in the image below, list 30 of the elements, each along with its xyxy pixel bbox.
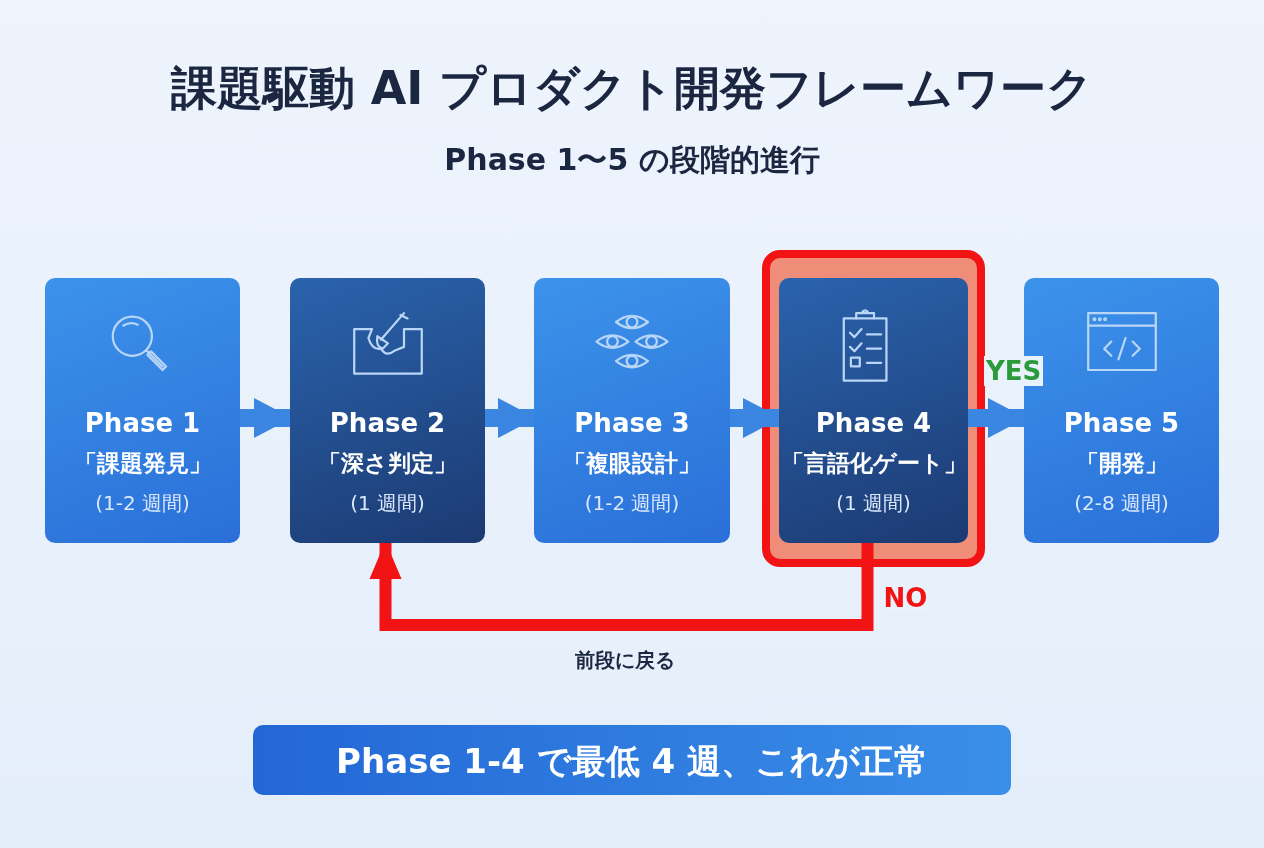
phase-name: 「言語化ゲート」: [779, 449, 968, 478]
phase-title: Phase 1: [83, 408, 202, 438]
phase-box: [290, 278, 485, 543]
arrow: [240, 398, 292, 438]
duration-text: (1 週間): [835, 490, 912, 517]
note-text: 前段に戻る: [574, 647, 676, 674]
phase-title: Phase 3: [573, 408, 691, 438]
phase-name: 「課題発見」: [72, 449, 213, 478]
phase-title: Phase 2: [328, 408, 447, 438]
duration-text: (1-2 週間): [94, 490, 191, 517]
phase-name: 「深さ判定」: [317, 449, 458, 478]
arrow: [968, 398, 1026, 438]
phase-box: [45, 278, 240, 543]
duration-text: (1 週間): [349, 490, 426, 517]
duration-text: (1-2 週間): [583, 490, 681, 517]
arrow: [730, 398, 781, 438]
phase-name: 「複眼設計」: [562, 449, 702, 478]
title: 課題駆動 AI プロダクト開発フレームワーク: [169, 60, 1095, 117]
banner-text: Phase 1-4 で最低 4 週、これが正常: [335, 740, 929, 783]
duration-text: (2-8 週間): [1073, 490, 1170, 517]
phase-name: 「開発」: [1074, 449, 1169, 478]
phase-title: Phase 4: [814, 408, 933, 438]
return-arrow: [369, 541, 874, 631]
phase-box: [534, 278, 730, 543]
phase-box: [779, 278, 968, 543]
arrow: [485, 398, 536, 438]
edge-label: YES: [984, 356, 1044, 386]
phase-title: Phase 5: [1062, 408, 1181, 438]
banner: [253, 725, 1011, 795]
subtitle: Phase 1〜5 の段階的進行: [443, 141, 821, 179]
